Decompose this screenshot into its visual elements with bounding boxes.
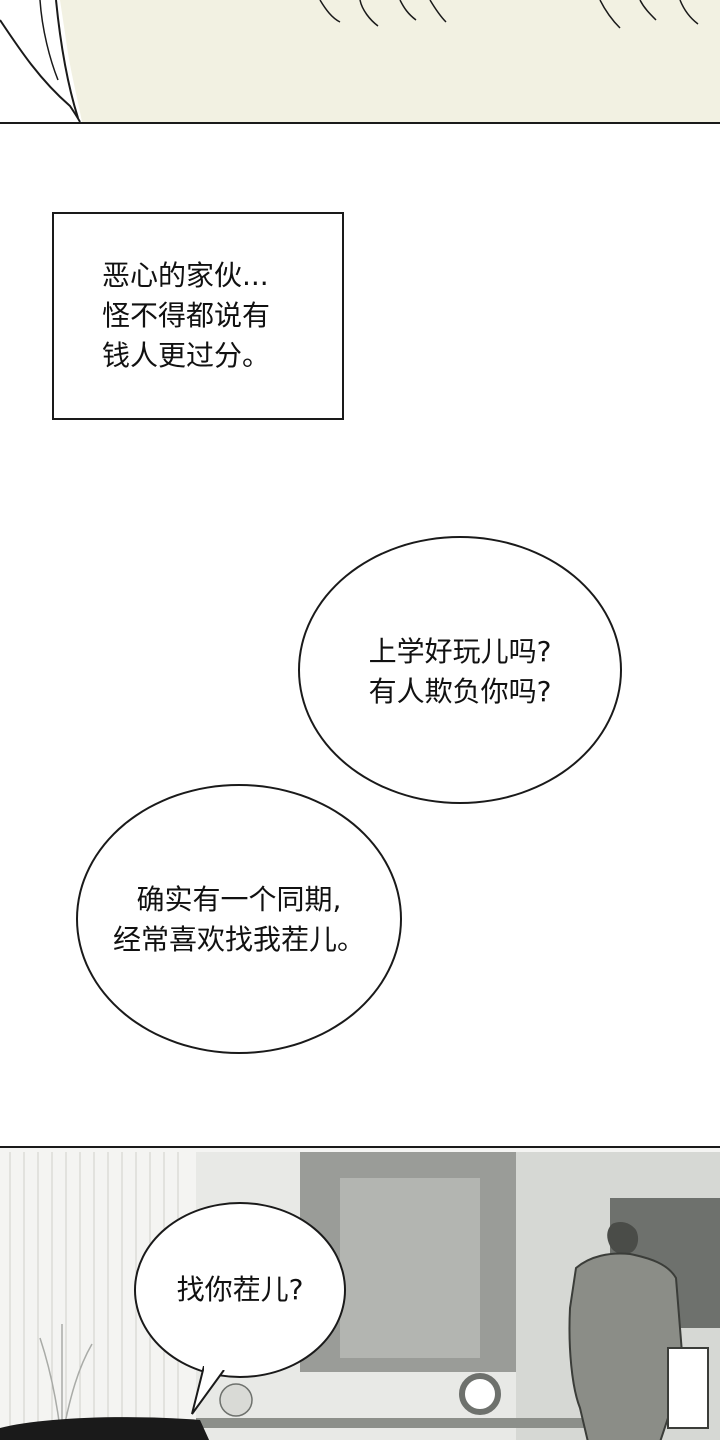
narration-line: 恶心的家伙... — [102, 259, 269, 292]
face-closeup-art — [0, 0, 720, 124]
speech-line: 有人欺负你吗? — [368, 675, 552, 708]
speech-bubble-tail — [191, 1366, 225, 1415]
speech-bubble-text: 找你茬儿? — [136, 1270, 344, 1310]
top-panel-illustration — [0, 0, 720, 124]
speech-bubble-text: 上学好玩儿吗? 有人欺负你吗? — [300, 632, 620, 712]
bottom-panel-illustration — [0, 1146, 720, 1440]
narration-text: 恶心的家伙... 怪不得都说有 钱人更过分。 — [102, 256, 322, 376]
speech-bubble: 确实有一个同期, 经常喜欢找我茬儿。 — [76, 784, 402, 1054]
speech-bubble: 找你茬儿? — [134, 1202, 346, 1378]
narration-line: 钱人更过分。 — [102, 339, 271, 372]
speech-bubble: 上学好玩儿吗? 有人欺负你吗? — [298, 536, 622, 804]
narration-box: 恶心的家伙... 怪不得都说有 钱人更过分。 — [52, 212, 344, 420]
speech-bubble-text: 确实有一个同期, 经常喜欢找我茬儿。 — [78, 880, 400, 960]
speech-line: 确实有一个同期, — [136, 883, 342, 916]
standing-man-figure — [568, 1222, 709, 1440]
speech-line: 上学好玩儿吗? — [368, 635, 552, 668]
speech-line: 经常喜欢找我茬儿。 — [112, 923, 365, 956]
narration-line: 怪不得都说有 — [102, 299, 271, 332]
interior-scene-art — [0, 1148, 720, 1440]
speech-line: 找你茬儿? — [176, 1273, 304, 1306]
